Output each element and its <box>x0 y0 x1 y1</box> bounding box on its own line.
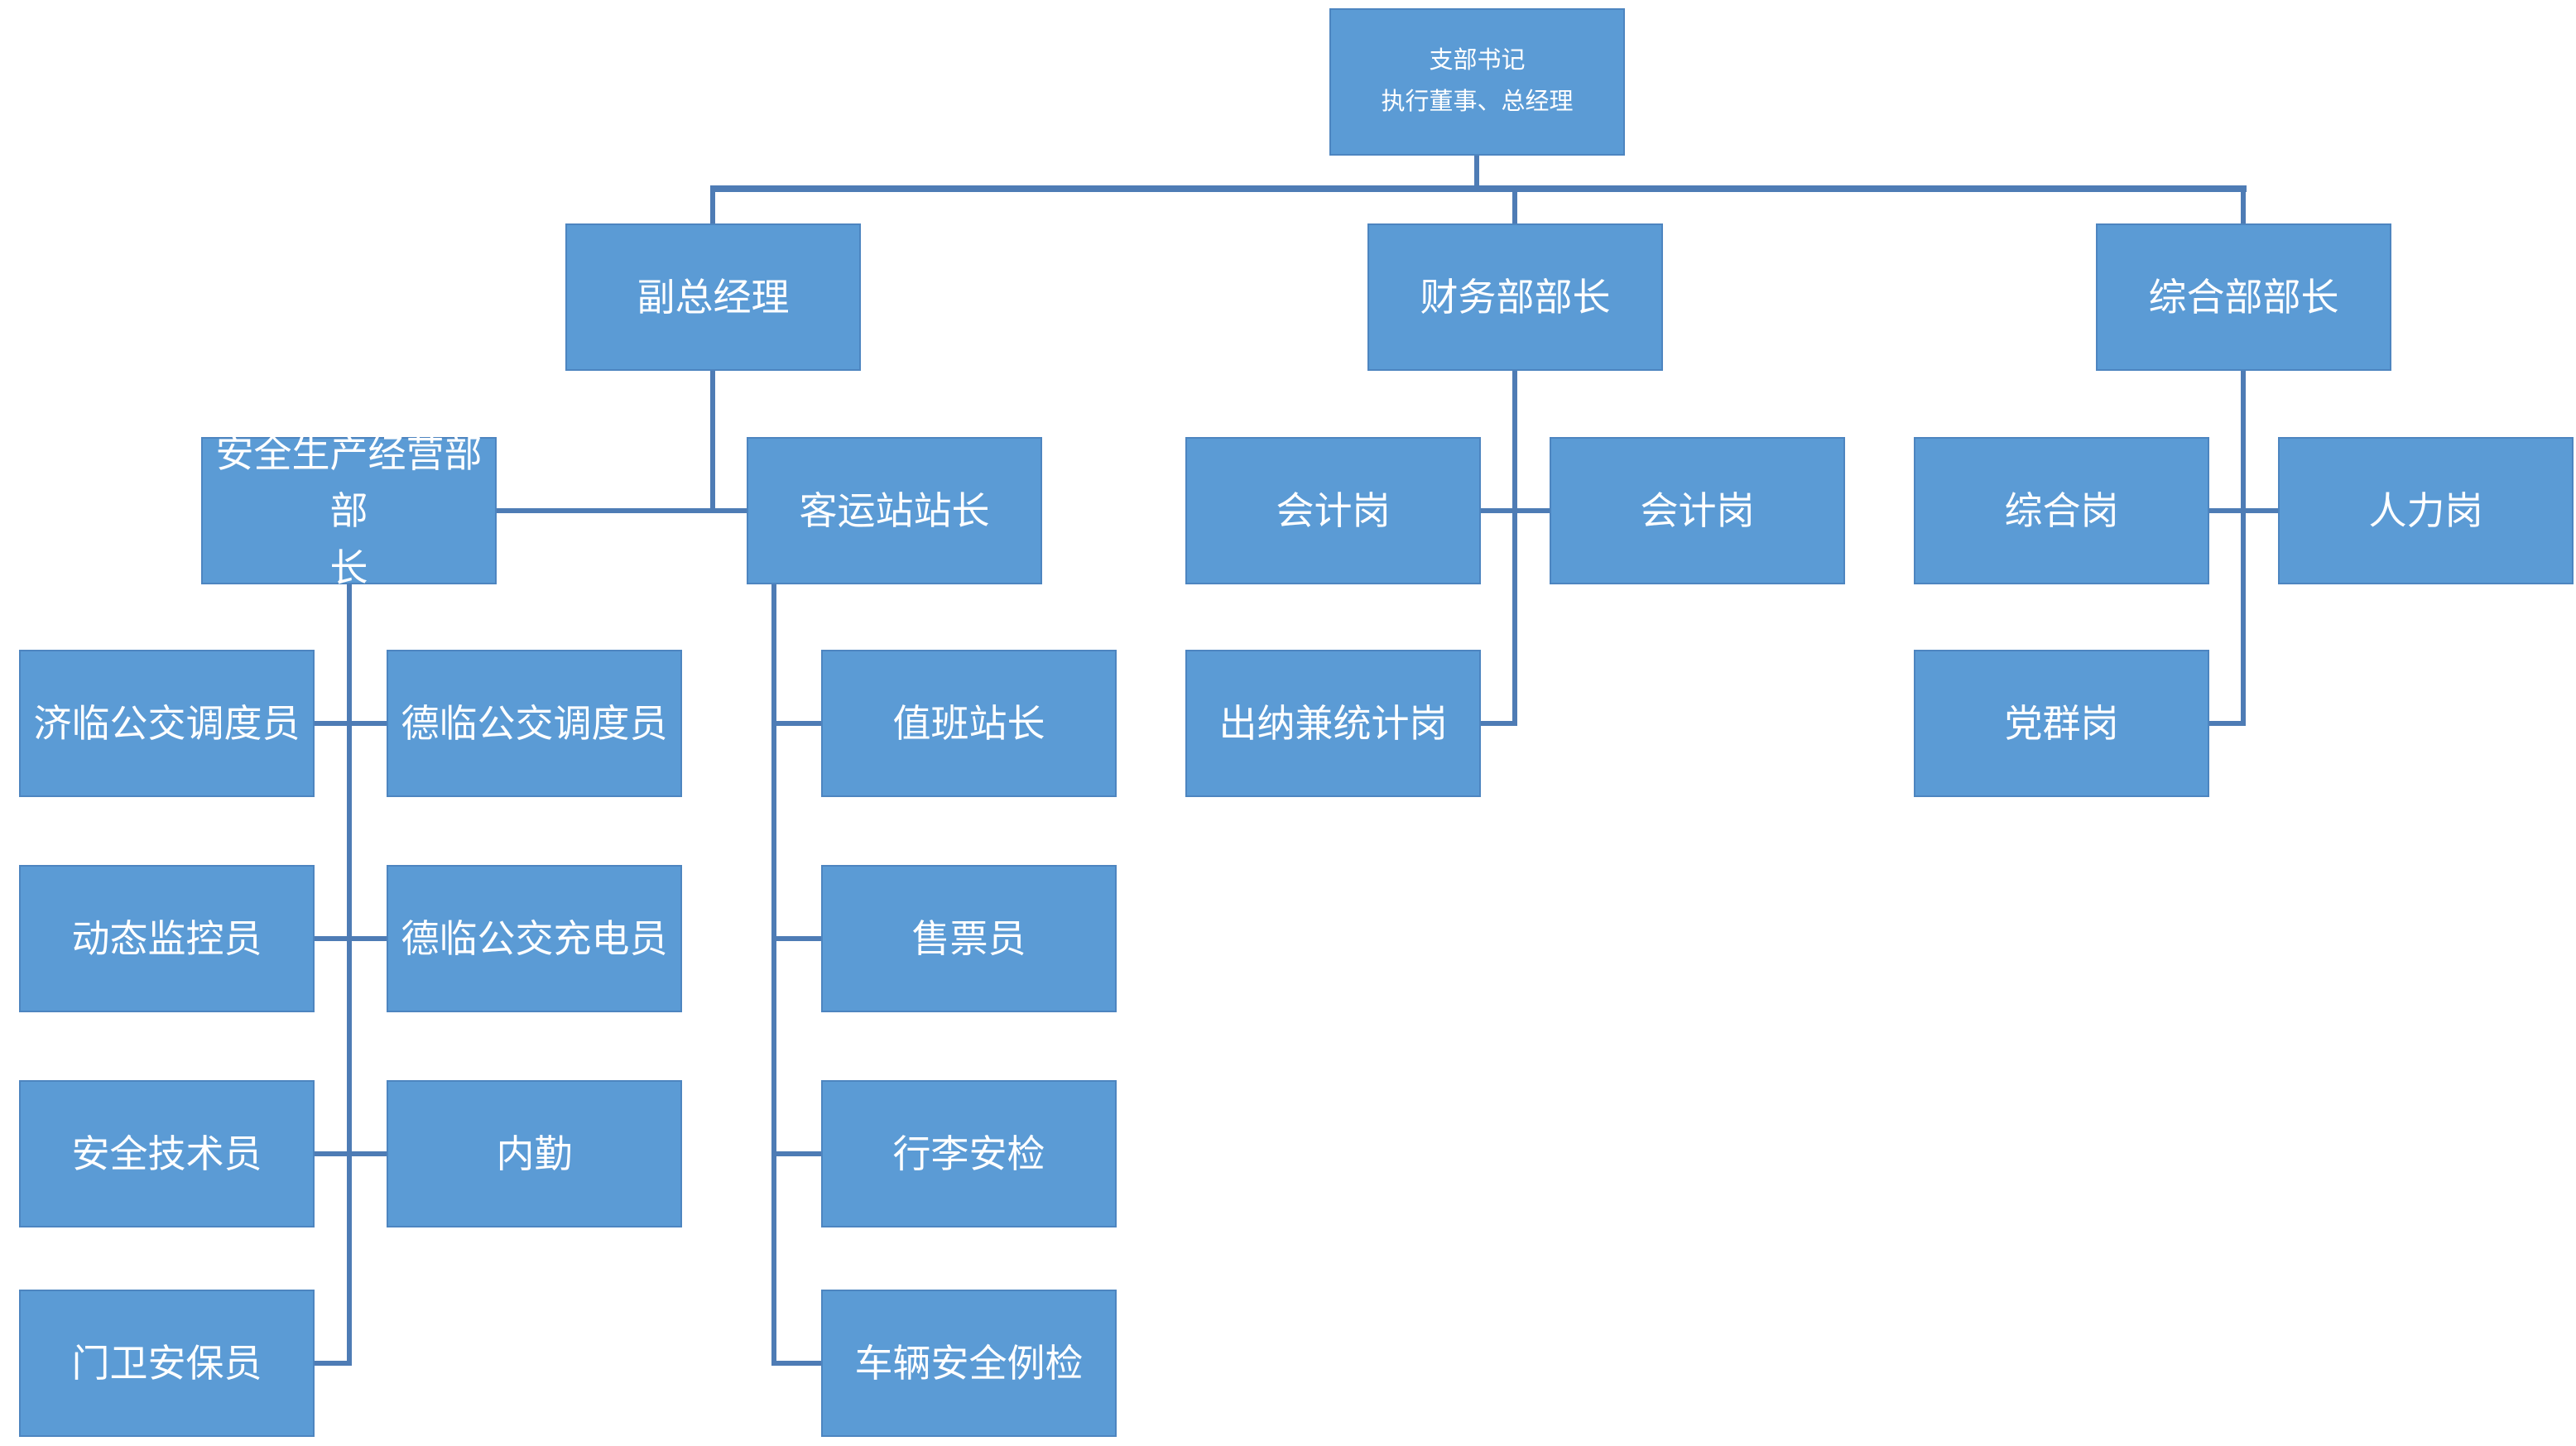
org-node-gate-security-guard: 门卫安保员 <box>19 1290 315 1437</box>
connector-safety-trunk <box>347 583 352 1366</box>
connector-station-trunk <box>771 583 776 1366</box>
connector-safety-station <box>497 508 747 513</box>
connector-ticket-seller-stub <box>771 936 821 941</box>
connector-root-drop <box>1474 154 1479 190</box>
org-node-delin-bus-dispatcher: 德临公交调度员 <box>387 650 682 797</box>
connector-deputy-gm-down <box>710 369 715 512</box>
org-node-general-post: 综合岗 <box>1914 437 2209 584</box>
connector-luggage-check-stub <box>771 1151 821 1156</box>
connector-technician-row <box>315 1151 387 1156</box>
org-node-finance-dept-head: 财务部部长 <box>1367 223 1663 371</box>
connector-drop-deputy-gm <box>710 190 715 225</box>
org-node-branch-secretary-gm: 支部书记 执行董事、总经理 <box>1329 8 1625 156</box>
connector-dispatcher-row <box>315 721 387 726</box>
org-node-passenger-station-master: 客运站站长 <box>747 437 1042 584</box>
org-node-hr-post: 人力岗 <box>2278 437 2574 584</box>
org-node-ticket-seller: 售票员 <box>821 865 1117 1012</box>
org-node-duty-station-master: 值班站长 <box>821 650 1117 797</box>
org-node-cashier-statistics-post: 出纳兼统计岗 <box>1185 650 1481 797</box>
connector-duty-master-stub <box>771 721 821 726</box>
org-node-safety-production-dept-head: 安全生产经营部部 长 <box>201 432 497 589</box>
org-node-luggage-security-check: 行李安检 <box>821 1080 1117 1227</box>
org-node-deputy-general-manager: 副总经理 <box>565 223 861 371</box>
org-node-accounting-post-2: 会计岗 <box>1550 437 1845 584</box>
connector-vehicle-check-elbow <box>771 1361 821 1366</box>
connector-general-hr-row <box>2209 508 2278 513</box>
connector-cashier-elbow <box>1481 721 1517 726</box>
connector-drop-general-head <box>2241 190 2246 225</box>
org-node-party-masses-post: 党群岗 <box>1914 650 2209 797</box>
connector-party-post-elbow <box>2209 721 2246 726</box>
org-node-delin-bus-charger: 德临公交充电员 <box>387 865 682 1012</box>
org-node-general-dept-head: 综合部部长 <box>2096 223 2391 371</box>
connector-drop-finance-head <box>1512 190 1517 225</box>
connector-level2-bus <box>710 185 2247 192</box>
org-node-safety-technician: 安全技术员 <box>19 1080 315 1227</box>
connector-gate-guard-elbow <box>315 1361 352 1366</box>
org-node-vehicle-safety-inspection: 车辆安全例检 <box>821 1290 1117 1437</box>
connector-general-trunk <box>2241 369 2246 726</box>
org-node-accounting-post-1: 会计岗 <box>1185 437 1481 584</box>
org-node-dynamic-monitor: 动态监控员 <box>19 865 315 1012</box>
org-node-office-clerk: 内勤 <box>387 1080 682 1227</box>
org-node-jilin-bus-dispatcher: 济临公交调度员 <box>19 650 315 797</box>
connector-monitor-row <box>315 936 387 941</box>
connector-finance-trunk <box>1512 369 1517 726</box>
